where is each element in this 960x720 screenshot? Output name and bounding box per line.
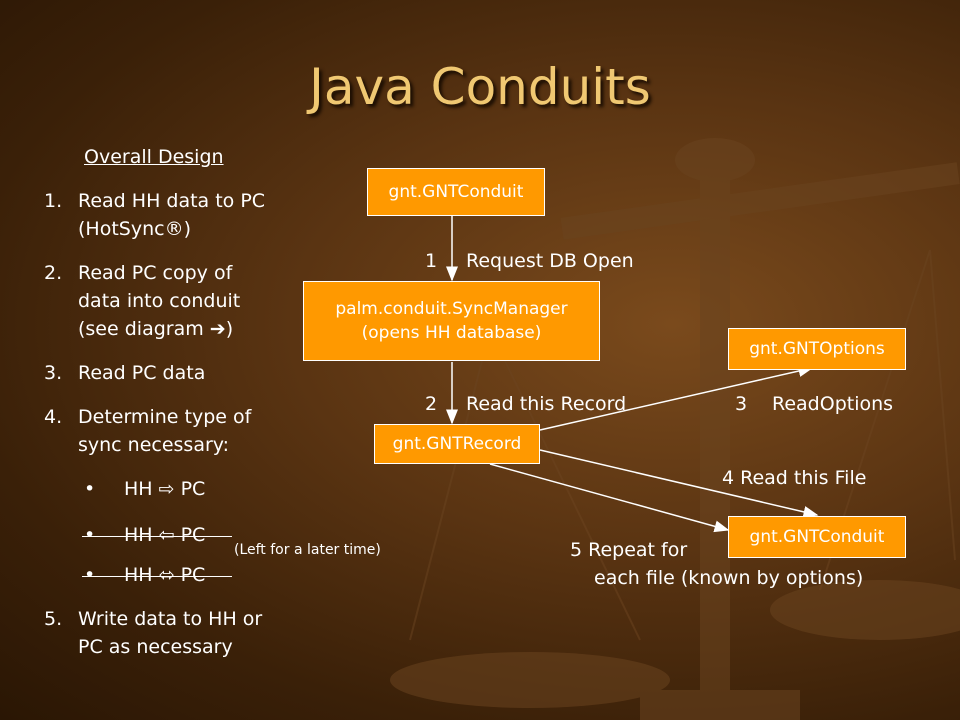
bullet-text: HH ⬄ PC [124,564,206,586]
gnt-options-box: gnt.GNTOptions [728,328,906,370]
arrow-step3 [539,365,814,431]
bullet-text: HH ⇨ PC [124,478,206,500]
step2-label: Read this Record [466,393,627,415]
item-text: Read HH data to PC (HotSync®) [78,190,266,240]
bullet-dot: • [84,524,96,546]
step1-label: Request DB Open [466,250,634,272]
step5-label-line2: each file (known by options) [594,567,864,589]
list-heading: Overall Design [84,146,224,168]
sync-manager-box: palm.conduit.SyncManager (opens HH datab… [303,281,600,361]
item-text: Read PC data [78,362,206,384]
gnt-record-box: gnt.GNTRecord [374,424,540,464]
sync-manager-line2: (opens HH database) [361,323,542,343]
arrow-step5 [489,463,730,533]
step3-number: 3 [735,393,748,415]
strikethrough-line [82,576,232,577]
bullet-dot: • [84,478,96,500]
step1-number: 1 [425,250,438,272]
item-number: 2. [44,262,63,284]
arrow-step4 [539,449,819,518]
strikethrough-line [82,536,232,537]
item-text: Write data to HH or PC as necessary [78,608,263,658]
gnt-conduit-box-bottom: gnt.GNTConduit [728,516,906,558]
slide-title: Java Conduits [309,58,651,116]
item-number: 3. [44,362,63,384]
gnt-conduit-box-top: gnt.GNTConduit [367,168,545,216]
item-number: 5. [44,608,63,630]
item-number: 1. [44,190,63,212]
item-text: Read PC copy of data into conduit (see d… [78,262,241,340]
bullet-text: HH ⇦ PC [124,524,206,546]
step5-label-line1: 5 Repeat for [570,539,688,561]
item-text: Determine type of sync necessary: [78,406,252,456]
sync-manager-line1: palm.conduit.SyncManager [335,299,568,319]
item-number: 4. [44,406,63,428]
step2-number: 2 [425,393,438,415]
bullet-dot: • [84,564,96,586]
later-note: (Left for a later time) [234,542,381,558]
step3-label: ReadOptions [772,393,894,415]
step4-label: 4 Read this File [722,467,867,489]
